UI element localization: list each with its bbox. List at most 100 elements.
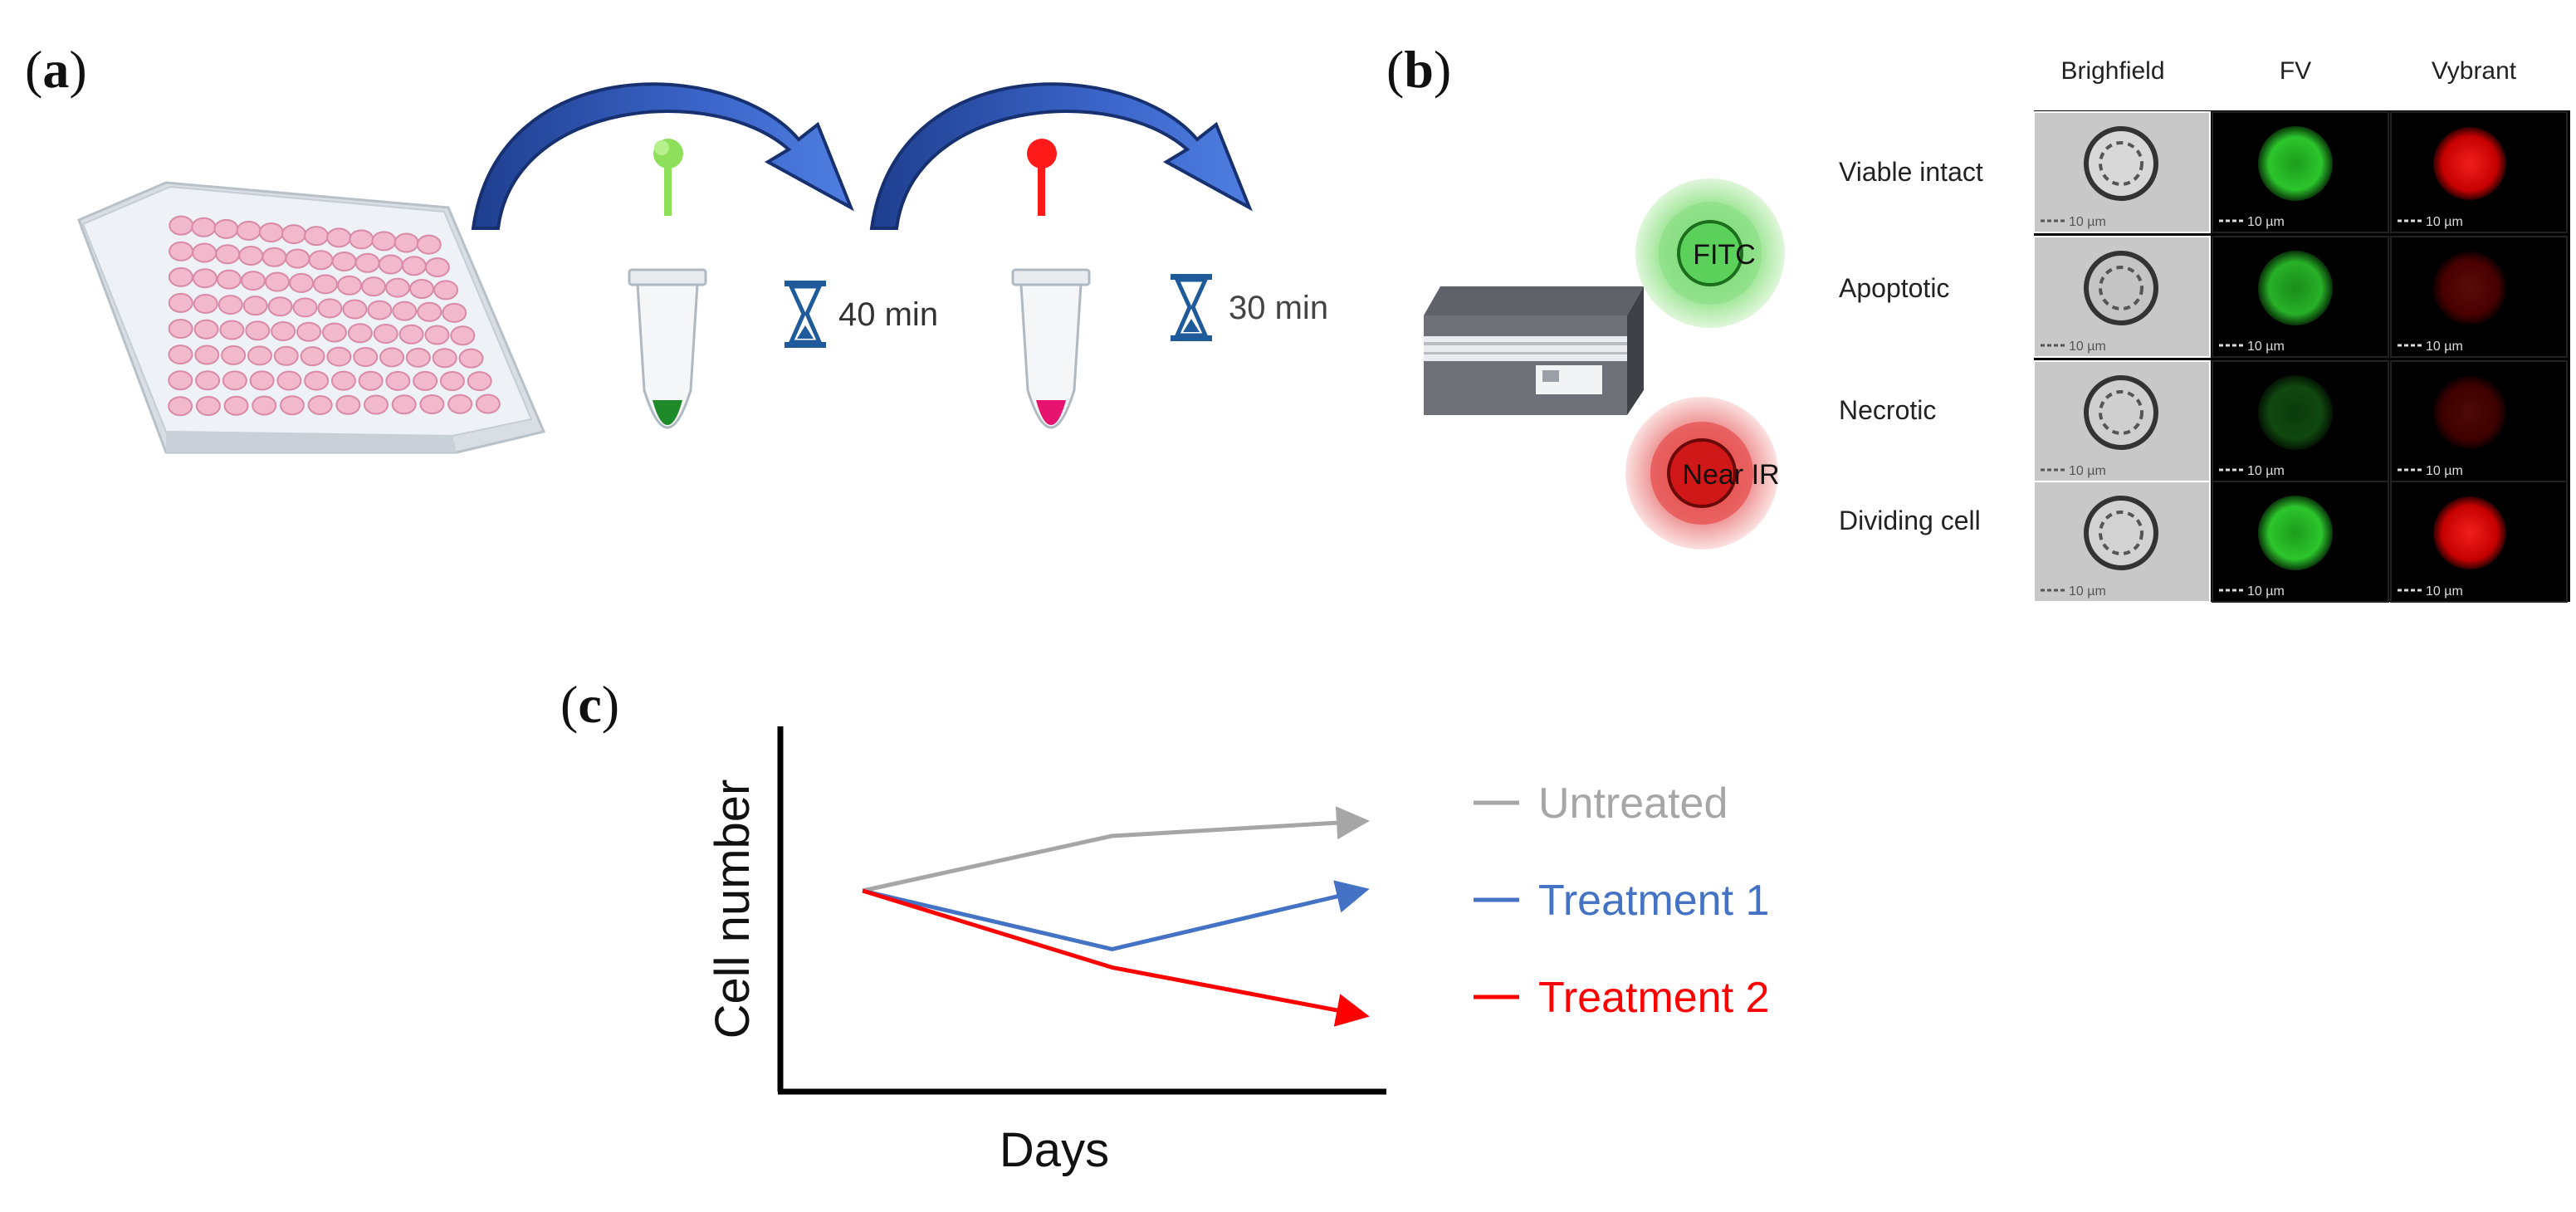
cell-nucleus xyxy=(2099,266,2143,310)
well xyxy=(168,266,193,287)
well xyxy=(467,371,492,392)
well xyxy=(393,232,419,253)
well xyxy=(349,229,374,250)
well xyxy=(385,277,411,298)
well xyxy=(307,395,333,415)
well xyxy=(373,324,398,344)
well xyxy=(221,345,247,365)
vybrant-cell xyxy=(2433,127,2506,200)
vybrant-cell xyxy=(2433,496,2506,569)
well xyxy=(304,226,330,247)
row-label-necrotic: Necrotic xyxy=(1839,395,1936,425)
well xyxy=(450,325,476,346)
cell-nucleus xyxy=(2099,141,2143,186)
well xyxy=(192,242,218,263)
well xyxy=(168,345,193,365)
well xyxy=(194,345,220,365)
well xyxy=(409,279,435,299)
vybrant-cell xyxy=(2433,376,2506,449)
transfer-arrow-1 xyxy=(471,82,854,230)
well xyxy=(424,257,450,277)
well xyxy=(354,252,380,273)
fitc-label: FITC xyxy=(1693,239,1756,271)
panel-b: (b) FITC Near IR Brighfield FV xyxy=(1386,40,2570,603)
well xyxy=(361,276,387,297)
scale-bar-label: 10 µm xyxy=(2426,215,2463,229)
well xyxy=(313,274,339,295)
fv-cell xyxy=(2258,496,2333,570)
well xyxy=(236,220,262,241)
step-time-2: 30 min xyxy=(1229,290,1328,326)
well xyxy=(401,256,427,276)
well xyxy=(358,370,384,391)
well xyxy=(264,271,290,292)
well xyxy=(371,231,397,252)
column-header-brightfield: Brighfield xyxy=(2060,57,2164,85)
near-ir-channel-icon xyxy=(1625,397,1778,550)
well xyxy=(192,268,218,289)
well xyxy=(213,218,239,239)
well xyxy=(304,370,330,391)
row-label-apoptotic: Apoptotic xyxy=(1839,273,1949,303)
well xyxy=(458,348,484,369)
well xyxy=(364,394,389,415)
series-line-2 xyxy=(862,888,1370,1027)
well xyxy=(267,296,293,317)
well xyxy=(193,294,218,314)
well xyxy=(296,321,322,342)
well xyxy=(168,370,193,391)
well xyxy=(191,217,217,237)
well xyxy=(391,394,417,415)
scale-bar-label: 10 µm xyxy=(2069,584,2106,599)
well xyxy=(240,271,266,291)
panel-a-letter: a xyxy=(42,40,69,99)
scale-bar-label: 10 µm xyxy=(2426,464,2463,478)
legend-label-0: Untreated xyxy=(1538,779,1728,828)
well xyxy=(252,395,277,416)
well xyxy=(218,295,243,315)
well xyxy=(447,393,473,414)
step-time-1: 40 min xyxy=(838,296,938,333)
red-dye-icon xyxy=(1027,139,1057,216)
well xyxy=(249,370,275,391)
series-line-0 xyxy=(862,806,1370,893)
scale-bar-label: 10 µm xyxy=(2426,584,2463,599)
well xyxy=(273,345,299,366)
well xyxy=(433,280,459,301)
well-grid xyxy=(168,215,501,417)
well xyxy=(247,345,272,366)
well xyxy=(281,224,306,245)
well xyxy=(216,269,242,290)
hourglass-icon xyxy=(1171,274,1212,341)
well xyxy=(385,370,411,391)
x-axis-label: Days xyxy=(1000,1123,1109,1177)
well xyxy=(326,346,352,367)
well xyxy=(378,254,403,275)
well xyxy=(222,370,247,391)
near-ir-label: Near IR xyxy=(1682,459,1779,491)
panel-c-letter: c xyxy=(578,675,601,734)
well xyxy=(367,300,393,320)
legend-label-2: Treatment 2 xyxy=(1538,974,1769,1022)
well xyxy=(300,346,325,367)
well xyxy=(245,320,271,341)
row-label-dividing: Dividing cell xyxy=(1839,506,1981,535)
panel-b-letter: b xyxy=(1404,40,1434,99)
well xyxy=(262,247,287,267)
well xyxy=(416,234,442,255)
column-header-vybrant: Vybrant xyxy=(2432,57,2517,85)
scale-bar-label: 10 µm xyxy=(2247,584,2285,599)
well xyxy=(330,370,356,391)
well xyxy=(379,347,405,368)
well xyxy=(337,275,363,296)
well xyxy=(285,248,310,269)
well xyxy=(276,370,302,391)
well xyxy=(442,302,467,323)
well xyxy=(195,396,221,416)
well-plate-icon xyxy=(77,181,546,454)
well xyxy=(342,299,368,320)
well xyxy=(242,296,268,316)
scale-bar-label: 10 µm xyxy=(2069,464,2106,478)
well xyxy=(392,301,418,321)
